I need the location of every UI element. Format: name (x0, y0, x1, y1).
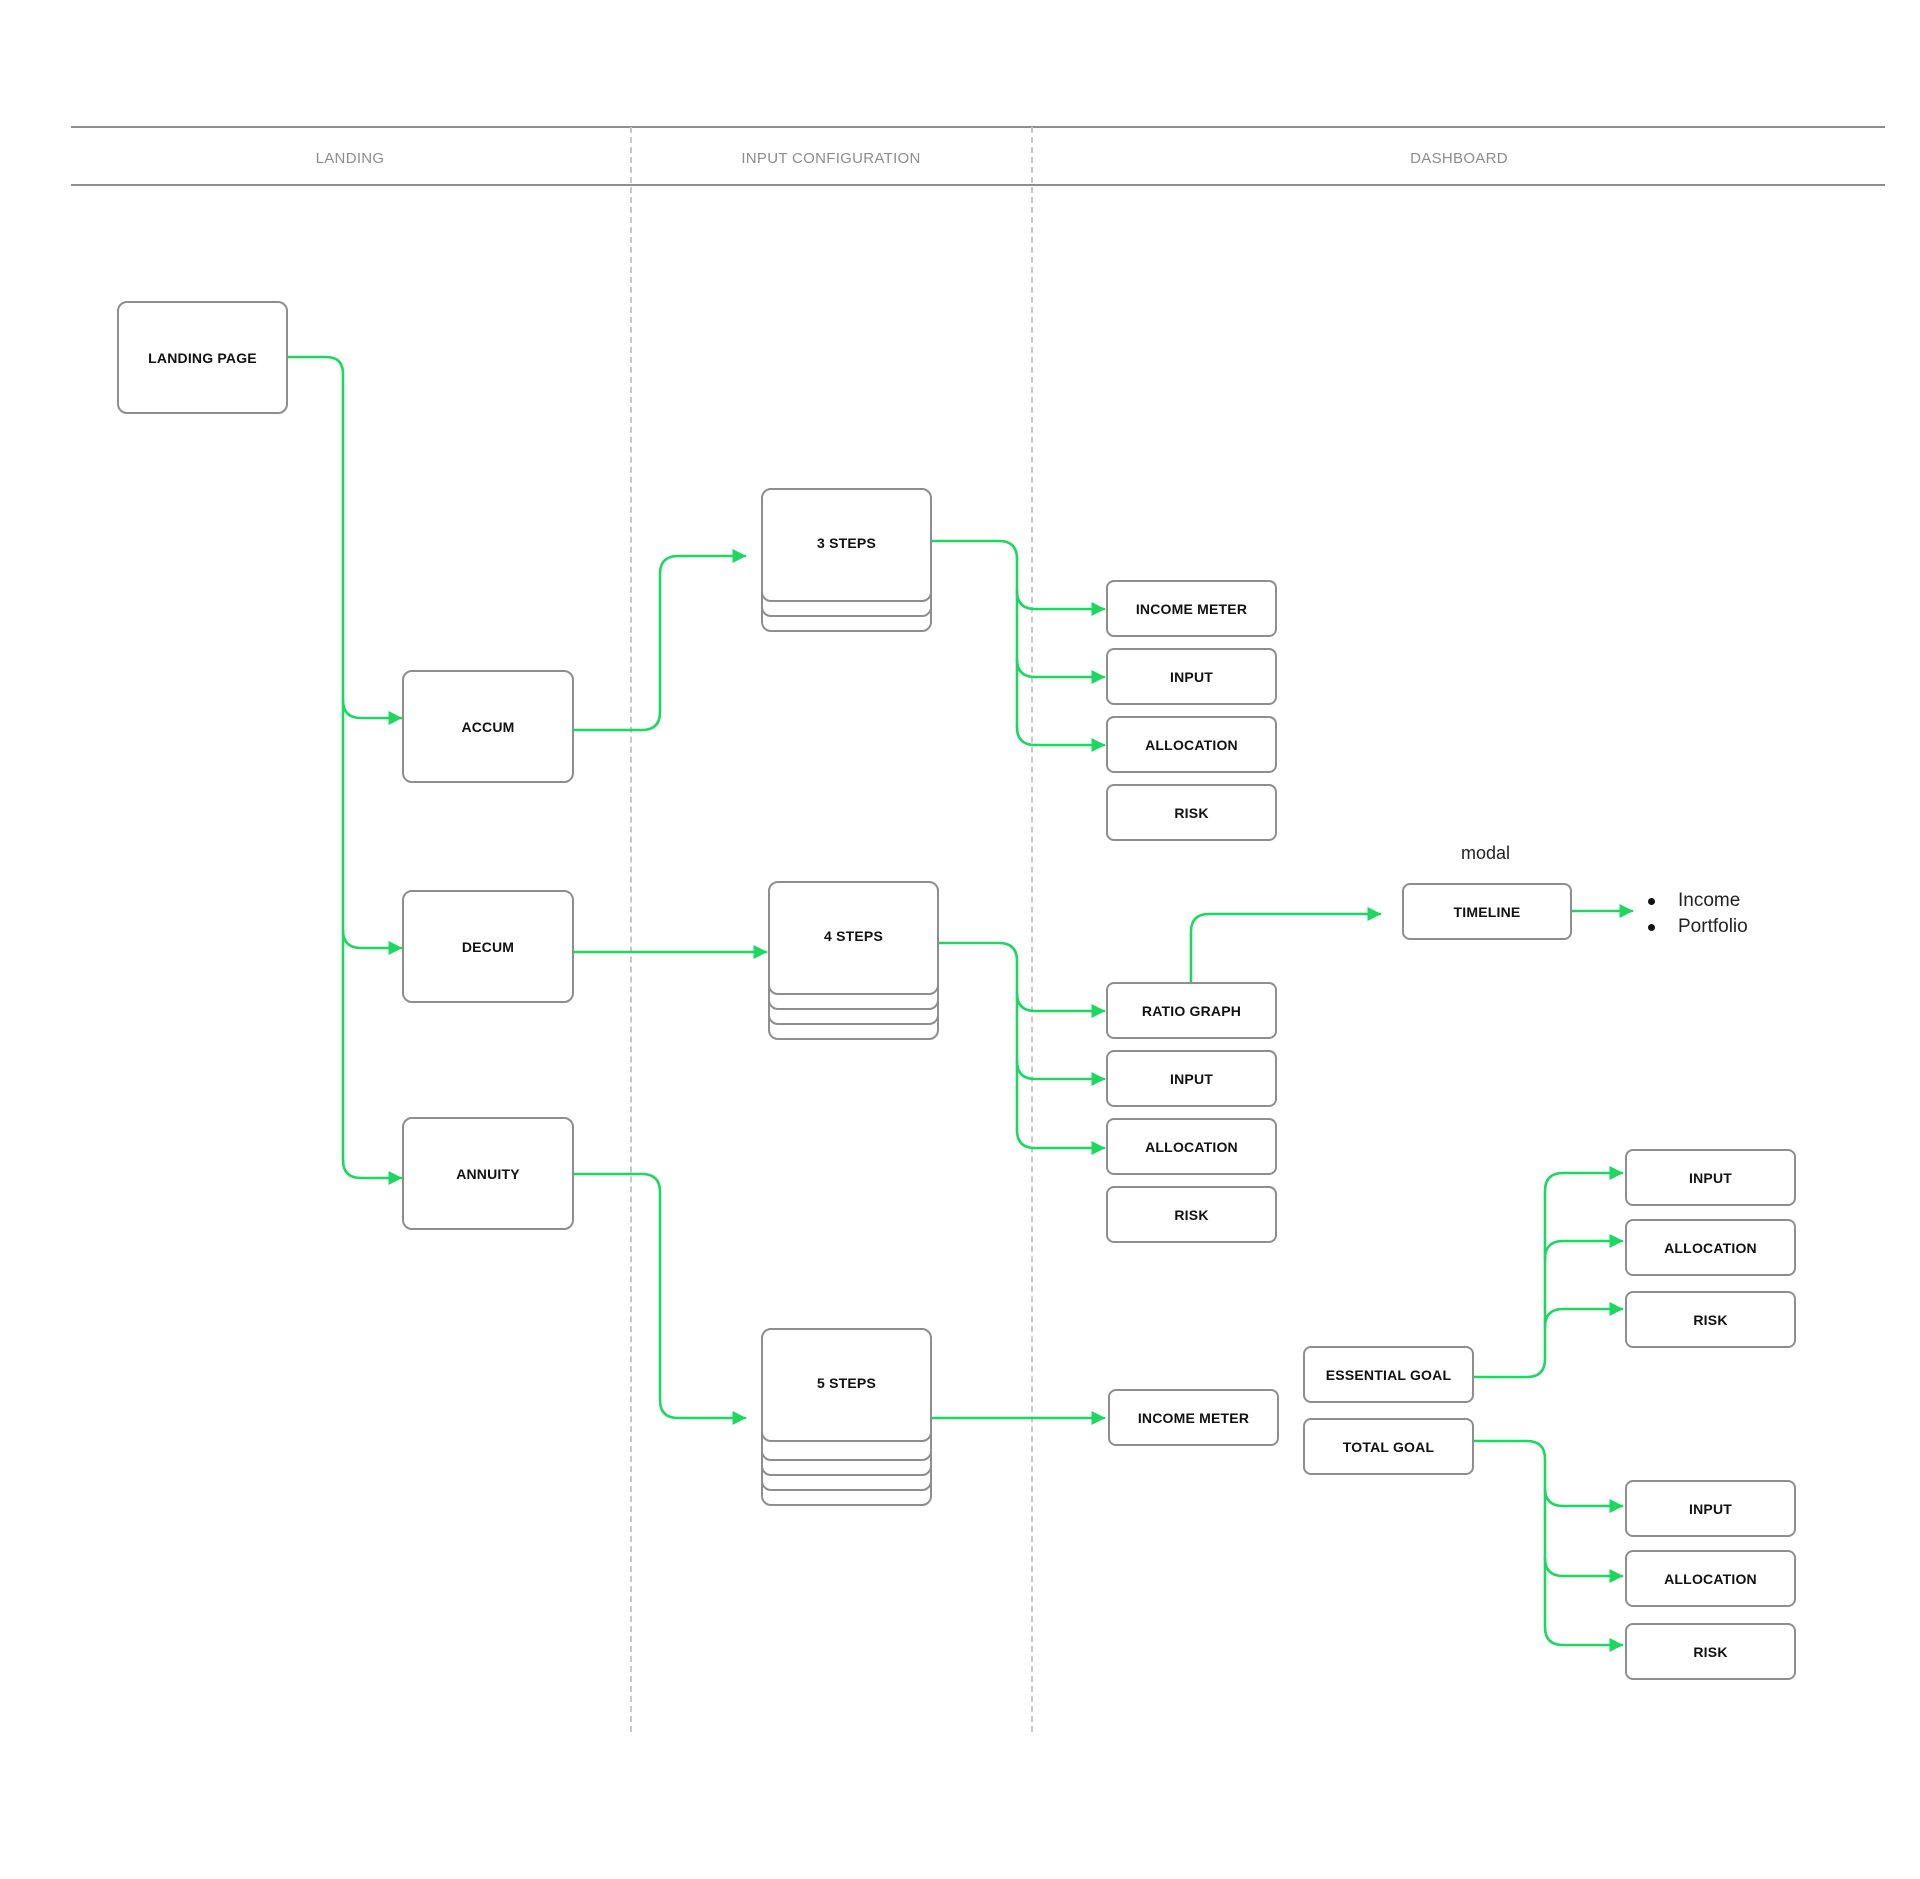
divider-input-dashboard (1031, 127, 1033, 1732)
modal-bullet-item: Income (1648, 888, 1748, 914)
accum-input-node[interactable]: INPUT (1106, 648, 1277, 705)
connector-3-steps-branch (930, 539, 1019, 729)
total-goal-node[interactable]: TOTAL GOAL (1303, 1418, 1474, 1475)
5-steps-node[interactable]: 5 STEPS (761, 1328, 932, 1442)
connector-landing-to-stack (286, 355, 345, 1162)
connector-to-decum-input (1015, 1059, 1106, 1086)
decum-allocation-node[interactable]: ALLOCATION (1106, 1118, 1277, 1175)
connector-essential-goal-branch (1470, 1166, 1624, 1379)
annuity-income-meter-node[interactable]: INCOME METER (1108, 1389, 1279, 1446)
column-header-input-configuration: INPUT CONFIGURATION (741, 150, 921, 167)
connector-to-annuity (341, 1158, 403, 1185)
essential-goal-node[interactable]: ESSENTIAL GOAL (1303, 1346, 1474, 1403)
decum-node[interactable]: DECUM (402, 890, 574, 1003)
column-header-landing: LANDING (315, 150, 385, 167)
timeline-node[interactable]: TIMELINE (1402, 883, 1572, 940)
annuity-node[interactable]: ANNUITY (402, 1117, 574, 1230)
decum-risk-node[interactable]: RISK (1106, 1186, 1277, 1243)
connector-4-steps-branch (937, 941, 1019, 1132)
header-bottom-rule (71, 184, 1885, 186)
connector-to-essential-allocation (1543, 1234, 1624, 1261)
connector-to-total-allocation (1543, 1556, 1624, 1583)
essential-allocation-node[interactable]: ALLOCATION (1625, 1219, 1796, 1276)
modal-bullet-list: Income Portfolio (1648, 888, 1748, 940)
connector-to-decum (341, 928, 403, 955)
header-top-rule (71, 126, 1885, 128)
accum-risk-node[interactable]: RISK (1106, 784, 1277, 841)
landing-page-node[interactable]: LANDING PAGE (117, 301, 288, 414)
essential-risk-node[interactable]: RISK (1625, 1291, 1796, 1348)
essential-input-node[interactable]: INPUT (1625, 1149, 1796, 1206)
connector-total-goal-branch (1470, 1439, 1624, 1652)
accum-node[interactable]: ACCUM (402, 670, 574, 783)
connector-ratio-graph-to-timeline (1189, 907, 1382, 984)
total-risk-node[interactable]: RISK (1625, 1623, 1796, 1680)
decum-input-node[interactable]: INPUT (1106, 1050, 1277, 1107)
connector-to-essential-risk (1543, 1302, 1624, 1329)
connector-to-income-meter (1015, 589, 1106, 616)
column-header-dashboard: DASHBOARD (1410, 150, 1508, 167)
connector-to-decum-allocation (1015, 1128, 1106, 1155)
connector-to-ratio-graph (1015, 991, 1106, 1018)
accum-allocation-node[interactable]: ALLOCATION (1106, 716, 1277, 773)
connector-to-accum (341, 698, 403, 725)
total-allocation-node[interactable]: ALLOCATION (1625, 1550, 1796, 1607)
connector-to-accum-allocation (1015, 725, 1106, 752)
modal-label: modal (1461, 843, 1511, 863)
4-steps-node[interactable]: 4 STEPS (768, 881, 939, 995)
ratio-graph-node[interactable]: RATIO GRAPH (1106, 982, 1277, 1039)
modal-bullet-item: Portfolio (1648, 914, 1748, 940)
connector-to-accum-input (1015, 657, 1106, 684)
accum-income-meter-node[interactable]: INCOME METER (1106, 580, 1277, 637)
divider-landing-input (630, 127, 632, 1732)
connector-accum-to-3-steps (572, 549, 747, 732)
connector-to-total-input (1543, 1486, 1624, 1513)
connector-annuity-to-5-steps (572, 1172, 747, 1425)
total-input-node[interactable]: INPUT (1625, 1480, 1796, 1537)
3-steps-node[interactable]: 3 STEPS (761, 488, 932, 602)
